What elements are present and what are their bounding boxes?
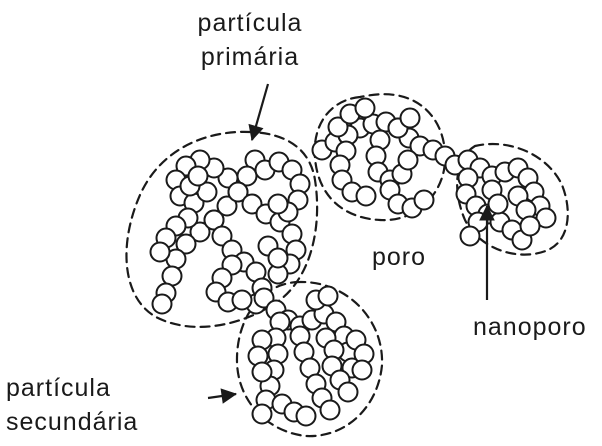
label-primary-particle-line1: partícula — [170, 8, 330, 39]
label-primary-particle-line2: primária — [170, 42, 330, 73]
secondary-particle-arrow — [208, 389, 236, 403]
primary-particle-sphere — [253, 363, 272, 382]
primary-particle-sphere — [356, 99, 375, 118]
primary-particle-sphere — [153, 295, 172, 314]
primary-particle-sphere — [401, 109, 420, 128]
primary-particle-arrow — [249, 84, 268, 140]
label-nanopore: nanoporo — [473, 312, 587, 343]
label-pore: poro — [372, 242, 426, 273]
primary-particle-sphere — [415, 191, 434, 210]
primary-spheres — [151, 99, 556, 426]
primary-particle-sphere — [399, 151, 418, 170]
primary-particle-sphere — [321, 401, 340, 420]
primary-particle-sphere — [357, 187, 376, 206]
primary-particle-sphere — [269, 249, 288, 268]
secondary-particle-arrow-head — [221, 389, 236, 403]
nanopore-arrow — [480, 206, 494, 300]
primary-particle-sphere — [233, 291, 252, 310]
primary-particle-sphere — [189, 167, 208, 186]
primary-particle-sphere — [151, 243, 170, 262]
primary-particle-sphere — [319, 287, 338, 306]
primary-particle-sphere — [253, 405, 272, 424]
primary-particle-sphere — [489, 195, 508, 214]
primary-particle-sphere — [339, 383, 358, 402]
primary-particle-sphere — [297, 407, 316, 426]
primary-particle-sphere — [269, 195, 288, 214]
primary-particle-sphere — [461, 227, 480, 246]
primary-particle-sphere — [521, 217, 540, 236]
label-secondary-particle-line1: partícula — [6, 373, 111, 404]
primary-particle-sphere — [353, 361, 372, 380]
label-secondary-particle-line2: secundária — [6, 407, 138, 438]
